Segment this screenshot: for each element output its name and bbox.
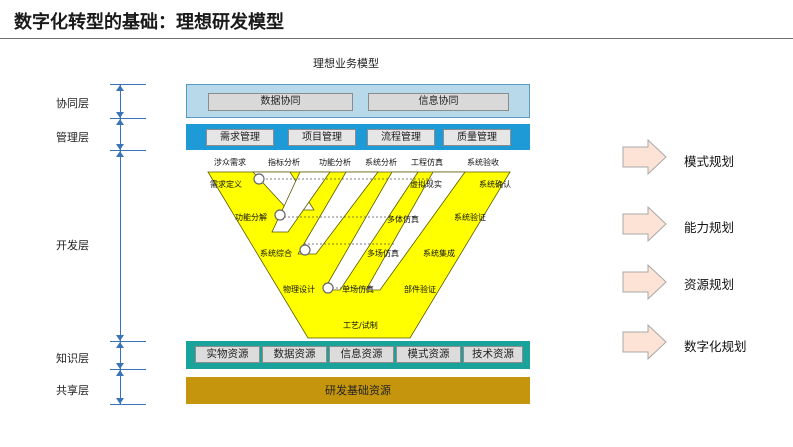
layer-label-collab: 协同层 (56, 97, 89, 110)
mgmt-item: 项目管理 (288, 129, 356, 146)
dev-step-label: 系统确认 (479, 179, 511, 189)
dev-step-label: 部件验证 (404, 284, 436, 294)
mgmt-layer: 需求管理 项目管理 流程管理 质量管理 (186, 124, 530, 150)
dev-top-label: 系统分析 (365, 157, 397, 167)
dev-step-label: 系统验证 (454, 212, 486, 222)
arrow-up-icon (116, 85, 124, 91)
mgmt-item: 质量管理 (443, 129, 511, 146)
collab-item: 数据协同 (208, 93, 353, 111)
dev-step-label: 单场仿真 (342, 284, 374, 294)
plan-label: 能力规划 (684, 220, 735, 235)
dev-step-label: 功能分解 (235, 212, 267, 222)
arrow-down-icon (116, 363, 124, 369)
dev-step-label: 系统综合 (260, 248, 292, 258)
layer-label-know: 知识层 (56, 352, 89, 365)
dev-top-label: 系统验收 (467, 157, 499, 167)
arrow-down-icon (116, 112, 124, 118)
dev-step-label: 多场仿真 (367, 248, 399, 258)
axis-tick (110, 84, 146, 85)
chevron-right-icon (622, 206, 667, 242)
plan-label: 模式规划 (684, 154, 735, 169)
dev-step-label: 虚拟现实 (410, 179, 442, 189)
gear-icon (274, 209, 286, 221)
know-item: 技术资源 (463, 346, 523, 363)
dev-step-label: 系统集成 (423, 248, 455, 258)
axis-tick (110, 404, 146, 405)
arrow-up-icon (116, 342, 124, 348)
gear-icon (299, 244, 311, 256)
know-layer: 实物资源 数据资源 信息资源 模式资源 技术资源 (186, 341, 530, 369)
dev-top-label: 涉众需求 (214, 157, 246, 167)
axis-tick (110, 150, 146, 151)
arrow-up-icon (116, 119, 124, 125)
share-layer: 研发基础资源 (186, 377, 530, 404)
know-item: 信息资源 (329, 346, 394, 363)
v-gap (365, 171, 466, 291)
axis-tick (110, 369, 146, 370)
plan-label: 数字化规划 (684, 339, 747, 354)
gear-icon (322, 282, 334, 294)
layer-label-dev: 开发层 (56, 239, 89, 252)
arrow-down-icon (116, 335, 124, 341)
arrow-down-icon (116, 398, 124, 404)
layer-label-share: 共享层 (56, 384, 89, 397)
know-item: 数据资源 (262, 346, 327, 363)
page-title: 数字化转型的基础：理想研发模型 (14, 12, 284, 33)
title-divider (0, 38, 793, 39)
axis-tick (110, 118, 146, 119)
mgmt-item: 流程管理 (367, 129, 435, 146)
chevron-right-icon (622, 139, 667, 175)
mgmt-item: 需求管理 (206, 129, 274, 146)
dev-step-label: 物理设计 (283, 284, 315, 294)
know-item: 实物资源 (195, 346, 260, 363)
dev-top-label: 功能分析 (319, 157, 351, 167)
arrow-down-icon (116, 144, 124, 150)
dev-v-diagram: 涉众需求 指标分析 功能分析 系统分析 工程仿真 系统验收 需求定义 功能分解 … (207, 157, 511, 339)
know-item: 模式资源 (396, 346, 461, 363)
diagram-title: 理想业务模型 (313, 57, 379, 70)
dev-top-label: 指标分析 (268, 157, 300, 167)
dev-step-label: 需求定义 (210, 179, 242, 189)
arrow-up-icon (116, 151, 124, 157)
chevron-right-icon (622, 264, 667, 300)
dev-top-label: 工程仿真 (411, 157, 443, 167)
axis-tick (110, 341, 146, 342)
collab-layer: 数据协同 信息协同 (186, 84, 530, 118)
layer-label-mgmt: 管理层 (56, 131, 89, 144)
share-label: 研发基础资源 (325, 384, 391, 397)
gear-icon (253, 173, 265, 185)
arrow-up-icon (116, 370, 124, 376)
dev-step-label: 多体仿真 (387, 214, 419, 224)
layer-axis (120, 84, 121, 404)
chevron-right-icon (622, 324, 667, 360)
dev-bottom-label: 工艺/试制 (343, 320, 378, 330)
collab-item: 信息协同 (368, 93, 509, 111)
plan-label: 资源规划 (684, 277, 735, 292)
v-gap (297, 171, 379, 255)
v-gap (323, 171, 419, 291)
